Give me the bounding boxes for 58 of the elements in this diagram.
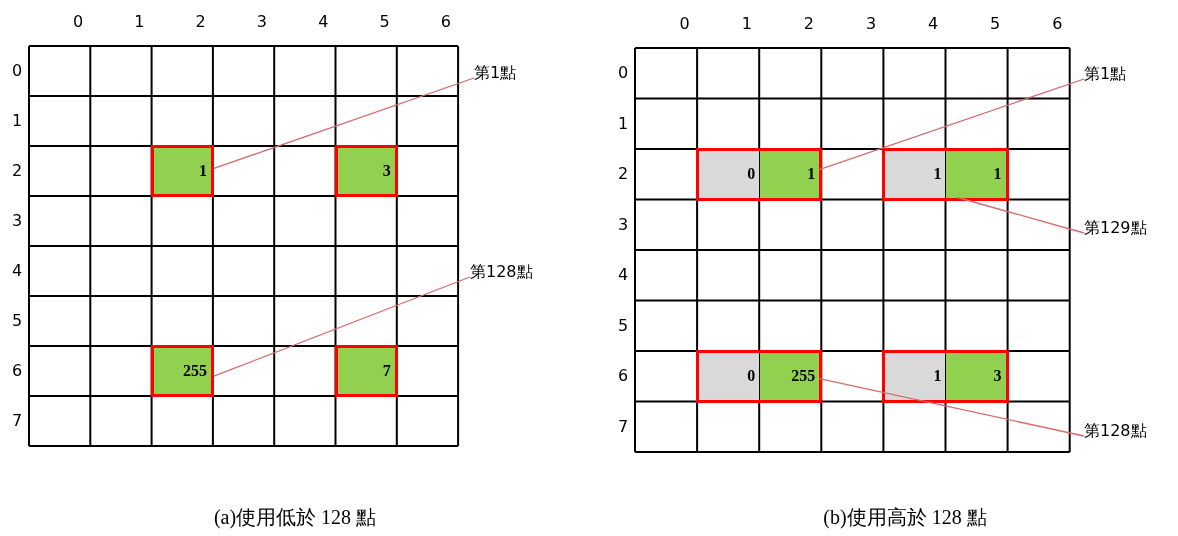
row-number: 7	[11, 411, 23, 431]
leader-line	[818, 78, 1085, 171]
value-cell: 1	[945, 151, 1006, 198]
column-number: 1	[741, 14, 752, 34]
row-number: 6	[11, 361, 23, 381]
row-number: 5	[11, 311, 23, 331]
row-number: 0	[11, 61, 23, 81]
row-number: 3	[617, 214, 629, 235]
column-number: 1	[134, 12, 145, 32]
value-cell: 3	[945, 353, 1006, 400]
column-number: 3	[256, 12, 268, 32]
value-cell: 1	[885, 151, 946, 198]
column-number: 4	[318, 12, 329, 32]
value-cell: 0	[699, 151, 760, 198]
row-number: 2	[617, 164, 629, 185]
row-number: 4	[11, 261, 23, 281]
column-number: 2	[803, 14, 814, 34]
column-number: 6	[1052, 14, 1063, 34]
highlighted-cell: 3	[334, 145, 398, 197]
row-number: 0	[617, 63, 629, 84]
column-number: 6	[440, 12, 451, 32]
row-number: 1	[617, 113, 629, 134]
highlight-frame	[882, 350, 1009, 403]
row-number: 5	[617, 315, 629, 336]
highlighted-cell: 1	[150, 145, 214, 197]
callout-text: 第1點	[1084, 64, 1127, 84]
column-number: 4	[928, 14, 939, 34]
row-number: 3	[11, 211, 23, 231]
value-cell: 255	[759, 353, 820, 400]
row-number: 1	[11, 111, 23, 131]
highlight-frame	[696, 350, 823, 403]
highlight-frame	[882, 148, 1009, 201]
leader-line	[213, 276, 471, 377]
row-number: 6	[617, 366, 629, 387]
column-number: 0	[72, 12, 84, 32]
leader-line	[956, 196, 1085, 234]
column-number: 3	[865, 14, 877, 34]
leader-line	[213, 77, 475, 170]
highlighted-cell: 255	[150, 345, 214, 397]
row-number: 2	[11, 161, 23, 181]
callout-text: 第128點	[470, 262, 533, 282]
row-number: 7	[617, 416, 629, 437]
subfigure-caption: (b)使用高於 128 點	[823, 505, 987, 529]
column-number: 5	[379, 12, 390, 32]
subfigure-caption: (a)使用低於 128 點	[213, 505, 377, 529]
callout-text: 第1點	[474, 63, 517, 83]
column-number: 5	[990, 14, 1001, 34]
highlight-frame	[696, 148, 823, 201]
value-cell: 0	[699, 353, 760, 400]
callout-text: 第128點	[1084, 421, 1147, 441]
row-number: 4	[617, 265, 629, 286]
value-cell: 1	[885, 353, 946, 400]
leader-line	[818, 377, 1085, 437]
column-number: 2	[195, 12, 206, 32]
value-cell: 1	[759, 151, 820, 198]
callout-text: 第129點	[1084, 218, 1147, 238]
column-number: 0	[679, 14, 690, 34]
highlighted-cell: 7	[334, 345, 398, 397]
